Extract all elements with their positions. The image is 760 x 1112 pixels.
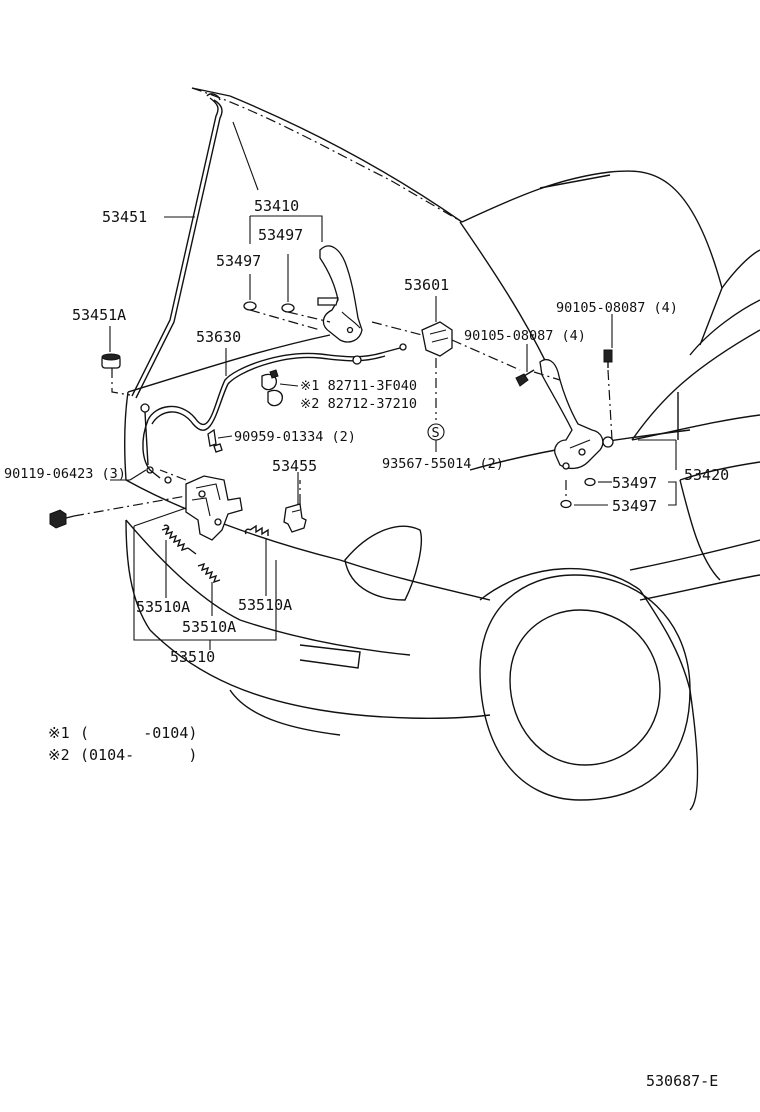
note1-mark: ※1	[48, 724, 70, 742]
part-labels: 53451 53410 53497 53497 53451A 53630 536…	[4, 197, 729, 666]
label-53451A: 53451A	[72, 306, 126, 324]
label-82711: ※1 82711-3F040	[300, 378, 417, 394]
label-53497-c: 53497	[612, 474, 657, 492]
label-53510A-a: 53510A	[136, 598, 190, 616]
note1-text: ( -0104)	[80, 724, 197, 742]
label-53510: 53510	[170, 648, 215, 666]
label-53510A-c: 53510A	[182, 618, 236, 636]
hood-hinge-left	[243, 245, 363, 343]
label-90119: 90119-06423 (3)	[4, 466, 126, 482]
label-53451: 53451	[102, 208, 147, 226]
label-90105-b: 90105-08087 (4)	[464, 328, 586, 344]
hood-lock-cable	[142, 343, 407, 484]
hood-hinge-right	[515, 349, 614, 509]
label-53455: 53455	[272, 457, 317, 475]
hood-support-rod	[131, 93, 223, 474]
label-93567: 93567-55014 (2)	[382, 456, 504, 472]
note2-mark: ※2	[48, 746, 70, 764]
release-clip	[261, 369, 283, 407]
note2-text: (0104- )	[80, 746, 197, 764]
s-symbol-text: S	[432, 425, 440, 441]
grommet-53451A	[101, 353, 131, 396]
label-53510A-b: 53510A	[238, 596, 292, 614]
hood-lock-release-53455	[283, 480, 307, 533]
label-53497-a: 53497	[258, 226, 303, 244]
label-82712: ※2 82712-37210	[300, 396, 417, 412]
label-90959: 90959-01334 (2)	[234, 429, 356, 445]
label-53630: 53630	[196, 328, 241, 346]
label-53497-d: 53497	[612, 497, 657, 515]
label-53410: 53410	[254, 197, 299, 215]
notes: ※1 ( -0104) ※2 (0104- )	[48, 724, 197, 764]
leader-lines	[109, 121, 677, 650]
s-symbol: S	[427, 423, 445, 441]
figure-id: 530687-E	[646, 1072, 718, 1090]
hood-lock-assembly	[49, 428, 269, 584]
label-53497-b: 53497	[216, 252, 261, 270]
label-53601: 53601	[404, 276, 449, 294]
hood-lock-hook-53601	[371, 321, 521, 420]
label-90105-a: 90105-08087 (4)	[556, 300, 678, 316]
label-53420: 53420	[684, 466, 729, 484]
